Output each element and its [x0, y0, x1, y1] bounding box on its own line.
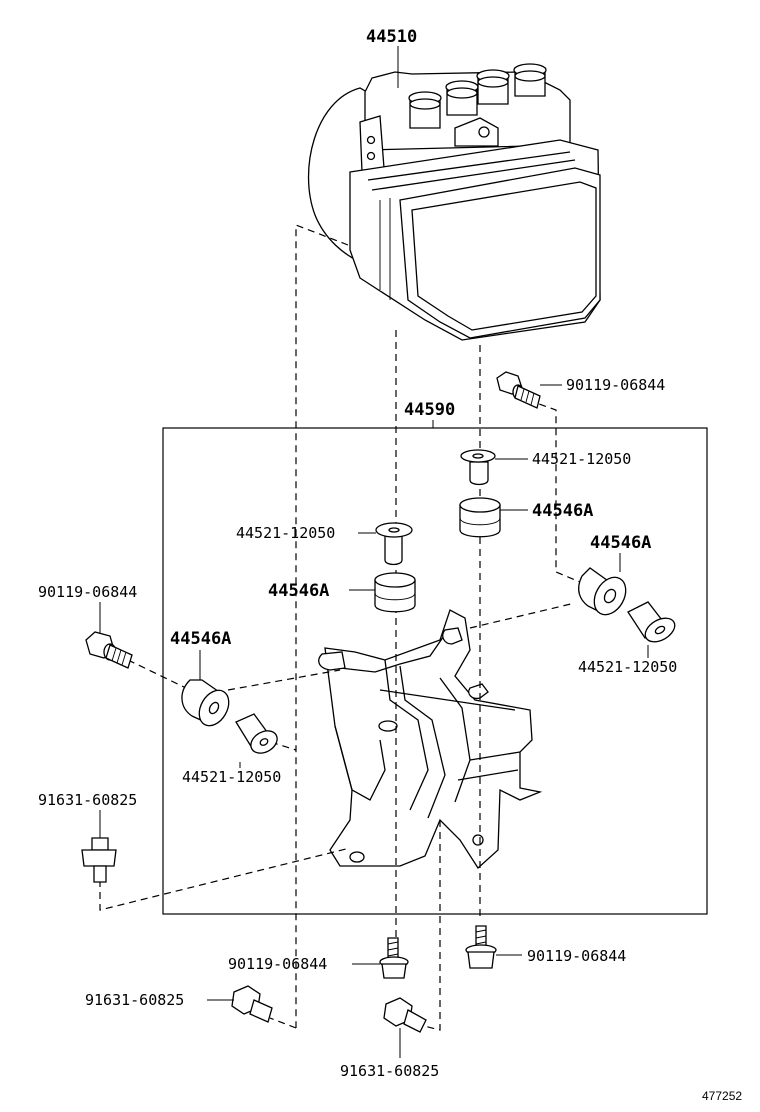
bolt-91631-bottom-center[interactable]: [383, 997, 427, 1033]
label-bolt-90119-left: 90119-06844: [38, 583, 137, 601]
label-cushion-top-right: 44546A: [532, 501, 593, 521]
bolt-90119-top-right[interactable]: [496, 371, 541, 409]
assembly-lines: [99, 224, 581, 1031]
collar-44521-top-right[interactable]: [460, 449, 496, 486]
label-bolt-90119-bottom-center: 90119-06844: [228, 955, 327, 973]
label-bolt-91631-left: 91631-60825: [38, 791, 137, 809]
cushion-44546a-center[interactable]: [374, 572, 416, 613]
label-collar-left: 44521-12050: [182, 768, 281, 786]
label-cushion-left: 44546A: [170, 629, 231, 649]
bolt-91631-left[interactable]: [81, 837, 117, 883]
label-collar-center: 44521-12050: [236, 524, 335, 542]
cushion-44546a-right[interactable]: [578, 567, 632, 620]
cushion-44546a-left[interactable]: [181, 679, 235, 731]
label-bracket-44590: 44590: [404, 400, 455, 420]
pipe-ports: [408, 63, 547, 129]
leader-lines: [99, 46, 649, 1058]
label-actuator-44510: 44510: [366, 27, 417, 47]
bolt-90119-bottom-center[interactable]: [379, 937, 409, 979]
label-bolt-90119-top-right: 90119-06844: [566, 376, 665, 394]
bolt-90119-left[interactable]: [85, 631, 133, 669]
label-collar-top-right: 44521-12050: [532, 450, 631, 468]
bolt-90119-bottom-right[interactable]: [465, 925, 497, 969]
collar-44521-center[interactable]: [375, 522, 413, 566]
abs-bracket[interactable]: [318, 609, 543, 869]
cushion-44546a-top-right[interactable]: [459, 497, 501, 538]
label-cushion-center: 44546A: [268, 581, 329, 601]
label-bolt-90119-bottom-right: 90119-06844: [527, 947, 626, 965]
diagram-reference-number: 477252: [702, 1089, 742, 1103]
label-bolt-91631-bottom-center: 91631-60825: [340, 1062, 439, 1080]
bracket-assembly-frame: [162, 427, 708, 915]
collar-44521-left[interactable]: [235, 713, 281, 758]
label-bolt-91631-bottom-left: 91631-60825: [85, 991, 184, 1009]
collar-44521-right[interactable]: [627, 601, 679, 647]
label-cushion-right: 44546A: [590, 533, 651, 553]
bolt-91631-bottom-left[interactable]: [231, 985, 273, 1023]
abs-actuator-assembly[interactable]: [307, 63, 601, 341]
label-collar-right: 44521-12050: [578, 658, 677, 676]
